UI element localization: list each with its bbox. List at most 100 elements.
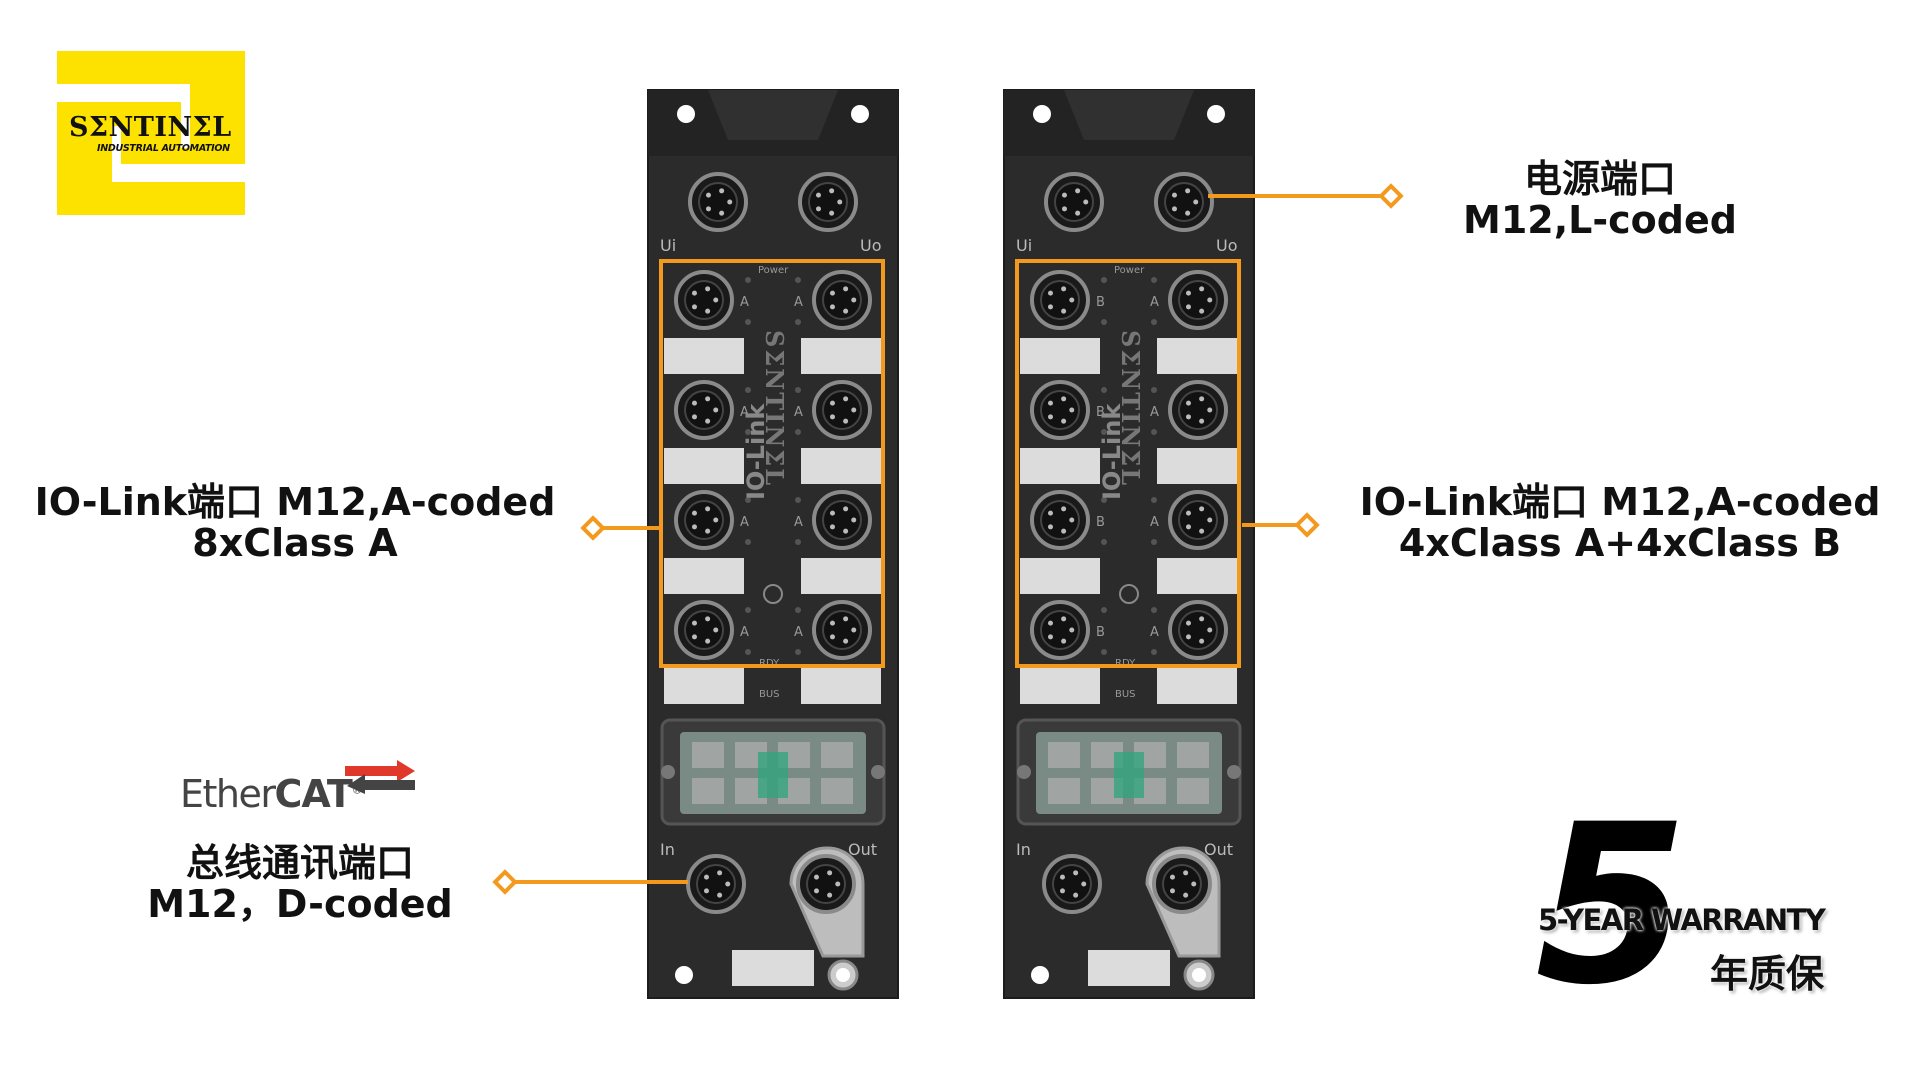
io-port-8-pin [843,616,849,622]
mount-hole-top-right [1207,105,1225,123]
io-port-8-pin [829,620,835,626]
io-port-3-inner [1040,500,1080,540]
power-port-uo-pin [815,206,821,212]
status-led [1151,429,1157,435]
window-screw-right [1227,765,1241,779]
io-port-7-pin [829,524,835,530]
status-led [795,277,801,283]
bus-port-spec: M12，D-coded [147,882,453,926]
label-bus: BUS [759,689,780,700]
connector-diamond-iolink-left [580,515,606,541]
label-ui: Ui [1016,236,1032,255]
io-port-3-pin [1047,510,1053,516]
label-in: In [660,840,675,859]
bus-dip-switch [1177,742,1209,768]
power-port-uo-pin [837,199,843,205]
status-led [1151,387,1157,393]
label-plate [801,668,881,704]
io-port-5-pin [829,304,835,310]
warranty-text: 5-YEAR WARRANTY [1538,903,1826,937]
sentinel-logo: SΣNTINΣL INDUSTRIAL AUTOMATION [57,51,245,215]
io-port-6-pin [829,400,835,406]
label-power: Power [1114,265,1145,276]
io-port-1-pin [1061,286,1067,292]
label-out: Out [1204,840,1233,859]
status-led [745,429,751,435]
io-port-7-pin [829,510,835,516]
window-screw-left [661,765,675,779]
io-port-2-pin [1069,407,1075,413]
bus-port-in-inner [1052,864,1092,904]
io-port-6-pin [1185,414,1191,420]
iolink-right-spec: 4xClass A+4xClass B [1398,521,1842,565]
bus-dip-switch [1177,778,1209,804]
status-led [1101,497,1107,503]
status-led [795,497,801,503]
io-port-8-pin [843,638,849,644]
io-port-5-pin [843,286,849,292]
status-led [1101,607,1107,613]
io-port-4-pin [1047,634,1053,640]
io-port-3-pin [1069,517,1075,523]
port-class-label: B [1096,405,1105,420]
mount-hole-bottom [675,966,693,984]
io-port-5-pin [1199,308,1205,314]
status-led [745,387,751,393]
io-port-4-pin [1047,620,1053,626]
port-class-label: B [1096,295,1105,310]
bus-port-out-pin [835,881,841,887]
status-led [1101,277,1107,283]
label-rdy: RDY [759,658,780,669]
bus-board [758,752,788,798]
iolink-right-title: IO-Link端口 M12,A-coded [1359,480,1881,524]
io-port-5-pin [1207,297,1213,303]
label-plate [1020,448,1100,484]
io-port-4-pin [705,616,711,622]
power-port-uo-pin [829,188,835,194]
bus-dip-switch [821,778,853,804]
io-port-highlight-box [659,259,885,668]
io-port-7-inner [1178,500,1218,540]
module-top-bevel [708,90,838,140]
status-led [795,649,801,655]
io-port-3-pin [1061,528,1067,534]
port-class-label: A [794,295,803,310]
status-led [1151,497,1157,503]
io-port-8-pin [1199,638,1205,644]
bus-out-ring-hole [1192,968,1206,982]
logo-subtitle: INDUSTRIAL AUTOMATION [97,143,230,154]
iolink-right-callout: IO-Link端口 M12,A-coded 4xClass A+4xClass … [1335,482,1905,564]
bus-port-in-pin [1073,870,1079,876]
label-plate [1020,668,1100,704]
bus-port-in-pin [717,870,723,876]
mount-hole-top-left [677,105,695,123]
power-port-uo-inner [1164,182,1204,222]
bus-dip-switch [692,742,724,768]
connector-diamond-bus [492,869,518,895]
status-led [745,539,751,545]
label-plate [801,558,881,594]
io-port-6-inner [1178,390,1218,430]
status-led [795,539,801,545]
bus-port-out-pin [813,874,819,880]
bus-port-in-pin [1059,874,1065,880]
label-plate [664,338,744,374]
io-port-8-pin [851,627,857,633]
io-port-2-pin [1047,400,1053,406]
status-led [745,319,751,325]
io-port-7-pin [1185,524,1191,530]
iolink-logo-icon [1119,584,1139,604]
power-port-ui-pin [705,192,711,198]
io-port-1-pin [1047,290,1053,296]
module-top-bevel [1064,90,1194,140]
bus-port-out-pin [827,870,833,876]
io-port-2-pin [705,418,711,424]
io-port-1-pin [705,308,711,314]
label-plate [1157,448,1237,484]
status-led [1101,539,1107,545]
label-out: Out [848,840,877,859]
window-screw-right [871,765,885,779]
bus-port-in-pin [1059,888,1065,894]
io-port-2-pin [1047,414,1053,420]
